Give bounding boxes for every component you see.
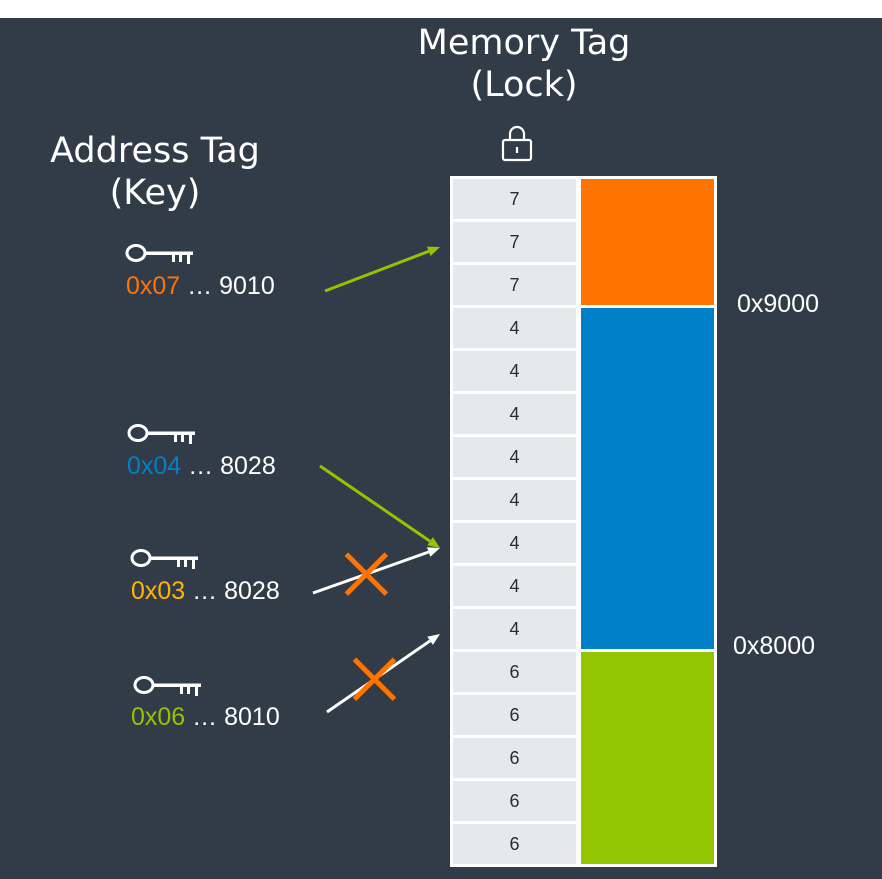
granule-block-tag-6 [578, 649, 717, 867]
address-label-0x9000: 0x9000 [737, 290, 820, 318]
memory-tag-cell: 4 [453, 480, 576, 520]
address-tag-title: Address Tag (Key) [30, 130, 280, 214]
key-icon [133, 676, 201, 696]
pointer-tag: 0x03 [131, 577, 186, 605]
granule-block-tag-4 [578, 305, 717, 652]
pointer-tag: 0x07 [126, 272, 181, 300]
memory-tag-cell: 4 [453, 437, 576, 477]
memory-tag-cell: 6 [453, 652, 576, 692]
pointer-address: … 8028 [185, 577, 280, 605]
memory-tag-cell: 6 [453, 781, 576, 821]
memory-tag-cell: 6 [453, 824, 576, 864]
pointer-address: … 9010 [180, 272, 275, 300]
granule-block-tag-7 [578, 176, 717, 308]
slide-background [0, 18, 882, 879]
address-label-0x8000: 0x8000 [733, 632, 816, 660]
pointer-address: … 8010 [185, 703, 280, 731]
memory-tag-cell: 6 [453, 695, 576, 735]
memory-tag-cell: 4 [453, 523, 576, 563]
memory-tag-title-line2: (Lock) [470, 65, 578, 105]
pointer-address: … 8028 [181, 452, 276, 480]
pointer-label: 0x07 … 9010 [126, 272, 275, 301]
pointer-label: 0x03 … 8028 [131, 577, 280, 606]
memory-tag-cell: 7 [453, 179, 576, 219]
pointer-label: 0x04 … 8028 [127, 452, 276, 481]
memory-tag-cell: 4 [453, 394, 576, 434]
memory-tag-title-line1: Memory Tag [417, 23, 631, 63]
pointer-tag: 0x04 [127, 452, 182, 480]
lock-icon [501, 125, 533, 162]
memory-tag-cell: 6 [453, 738, 576, 778]
address-tag-title-line2: (Key) [109, 173, 201, 213]
pointer-tag: 0x06 [131, 703, 186, 731]
memory-tag-cell: 4 [453, 566, 576, 606]
memory-tag-cell: 4 [453, 308, 576, 348]
memory-tag-cell: 4 [453, 609, 576, 649]
key-icon [130, 549, 198, 569]
memory-tag-cell: 7 [453, 265, 576, 305]
address-tag-title-line1: Address Tag [50, 131, 260, 171]
memory-tag-cell: 4 [453, 351, 576, 391]
key-icon [125, 244, 193, 264]
key-icon [127, 424, 195, 444]
memory-tag-title: Memory Tag (Lock) [394, 22, 654, 106]
memory-tag-cell: 7 [453, 222, 576, 262]
pointer-label: 0x06 … 8010 [131, 703, 280, 732]
